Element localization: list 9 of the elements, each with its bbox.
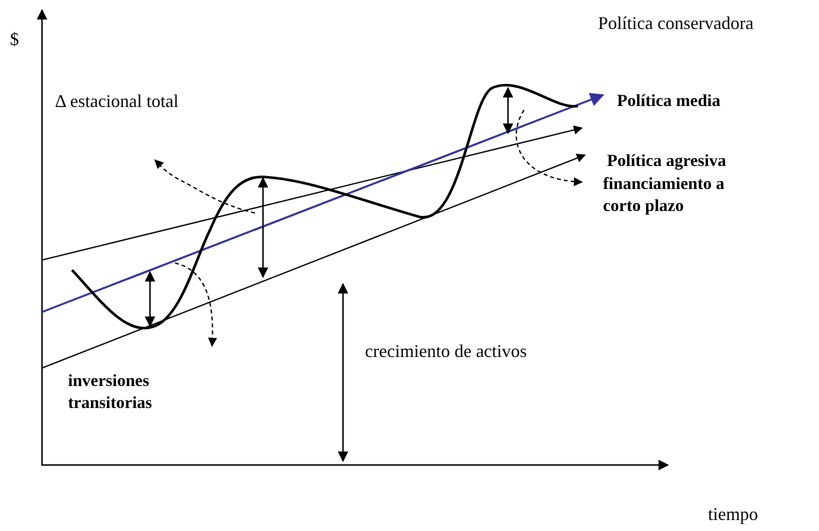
axis-label: tiempo bbox=[708, 503, 758, 525]
line-label: Política agresiva bbox=[607, 150, 726, 172]
note-text: inversiones transitorias bbox=[68, 370, 154, 414]
line-label: Política conservadora bbox=[598, 12, 754, 34]
line-label: Política media bbox=[617, 90, 720, 112]
note-text: financiamiento a corto plazo bbox=[603, 173, 726, 217]
axis-label: $ bbox=[10, 28, 19, 50]
note-text: Δ estacional total bbox=[55, 90, 179, 112]
note-text: crecimiento de activos bbox=[365, 340, 527, 362]
